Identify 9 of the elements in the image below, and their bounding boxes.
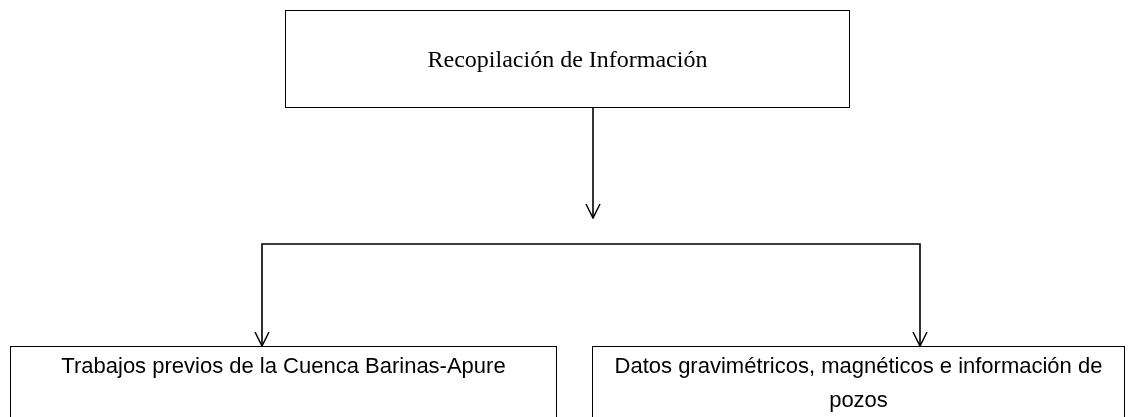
process-box (592, 346, 1125, 417)
box-label: Datos gravimétricos, magnéticos e información de pozos (613, 352, 1104, 414)
arrow (254, 243, 594, 347)
process-box (285, 10, 850, 108)
arrow (585, 107, 601, 219)
box-label: Recopilación de Información (426, 45, 709, 74)
process-box (10, 346, 557, 417)
box-label: Trabajos previos de la Cuenca Barinas-Apure (60, 352, 507, 380)
arrow (592, 243, 928, 347)
